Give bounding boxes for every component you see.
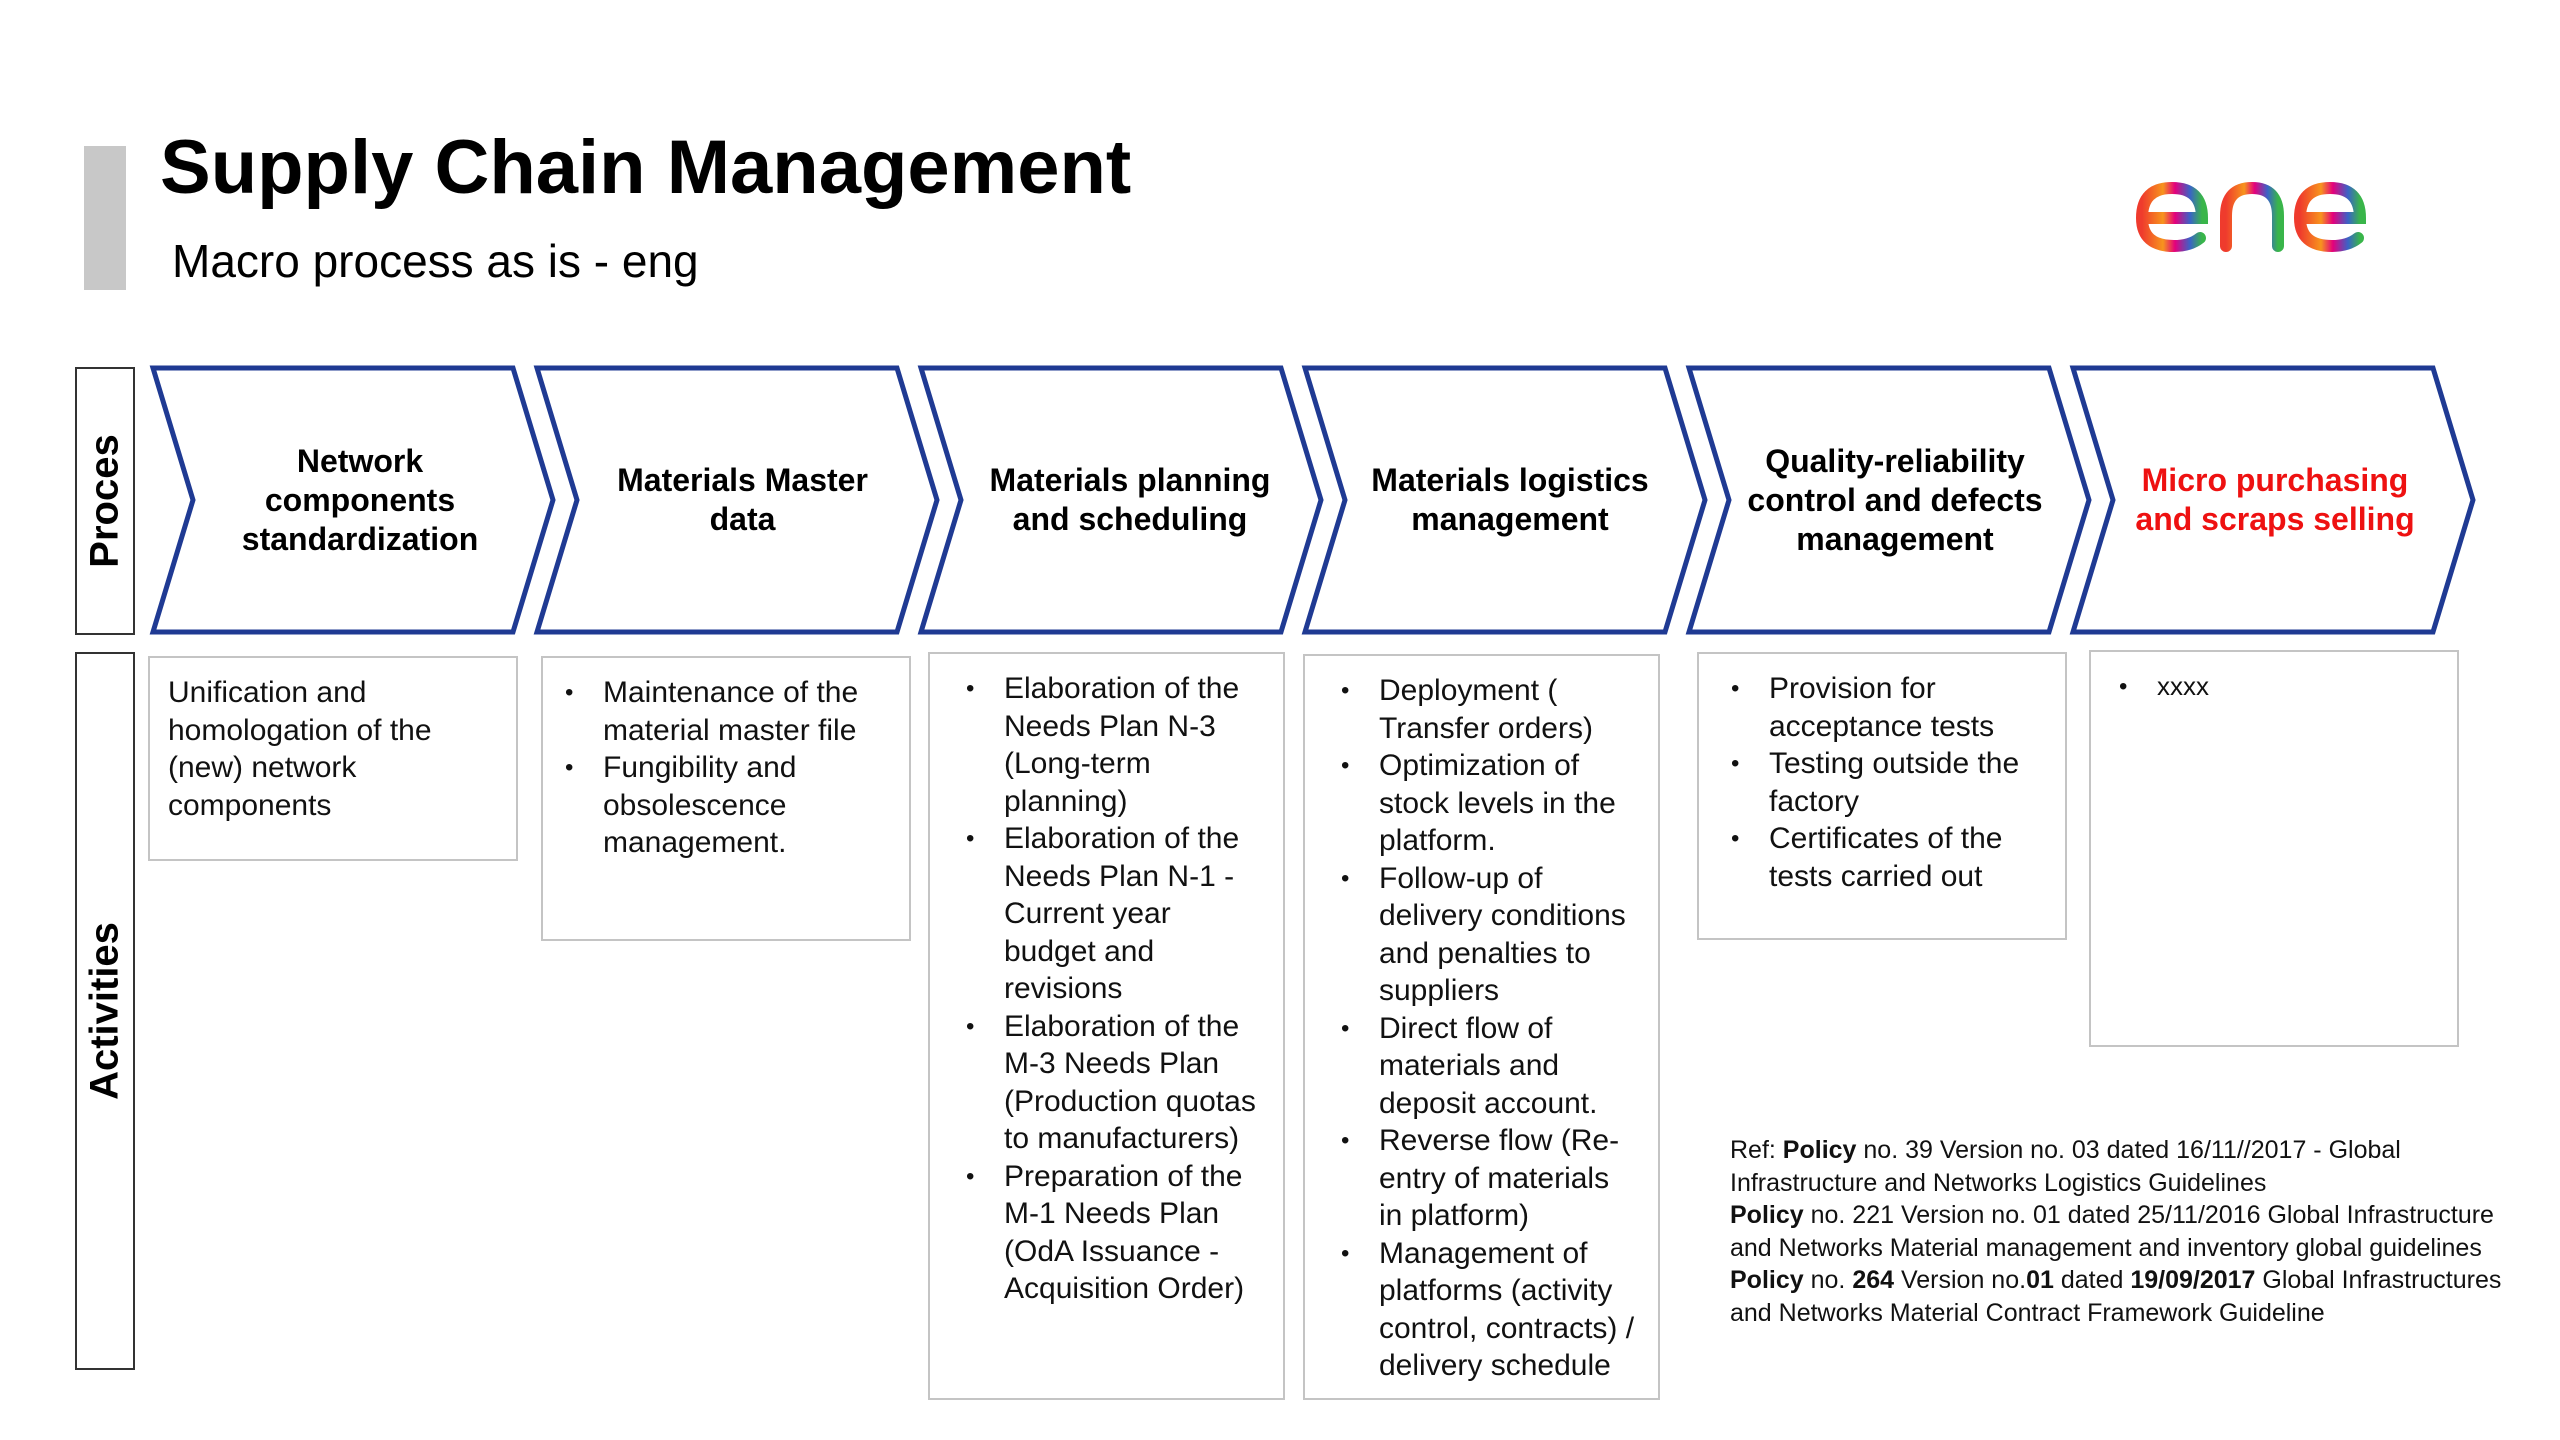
process-label-2: Materials Master data [617, 462, 868, 537]
list-item: Deployment ( Transfer orders) [1341, 672, 1640, 747]
list-item: Direct flow of materials and deposit acc… [1341, 1010, 1640, 1123]
list-item: Elaboration of the M-3 Needs Plan (Produ… [966, 1008, 1265, 1158]
process-label-5: Quality-reliability control and defects … [1747, 442, 2043, 557]
process-label-4: Materials logistics management [1371, 462, 1649, 537]
list-item: Management of platforms (activity contro… [1341, 1235, 1640, 1385]
activities-list-3: Elaboration of the Needs Plan N-3 (Long-… [962, 670, 1265, 1308]
list-item: Fungibility and obsolescence management. [565, 749, 891, 862]
activities-text-1: Unification and homologation of the (new… [168, 676, 432, 822]
activities-list-2: Maintenance of the material master file … [561, 674, 891, 862]
activities-side-label: Activities [75, 652, 135, 1370]
activities-box-5: Provision for acceptance tests Testing o… [1697, 652, 2067, 940]
activities-box-6: xxxx [2089, 650, 2459, 1047]
process-label-text: Proces [82, 434, 127, 568]
activities-list-5: Provision for acceptance tests Testing o… [1727, 670, 2047, 895]
process-label-6: Micro purchasing and scraps selling [2135, 462, 2415, 537]
list-item: Reverse flow (Re-entry of materials in p… [1341, 1122, 1640, 1235]
list-item: xxxx [2119, 668, 2439, 706]
activities-box-4: Deployment ( Transfer orders) Optimizati… [1303, 654, 1660, 1400]
list-item: Elaboration of the Needs Plan N-3 (Long-… [966, 670, 1265, 820]
page-title: Supply Chain Management [160, 125, 1132, 210]
policy-references: Ref: Policy no. 39 Version no. 03 dated … [1730, 1134, 2530, 1329]
process-label-3: Materials planning and scheduling [989, 462, 1271, 537]
list-item: Provision for acceptance tests [1731, 670, 2047, 745]
activities-box-2: Maintenance of the material master file … [541, 656, 911, 941]
activities-label-text: Activities [82, 922, 127, 1100]
reference-1: Ref: Policy no. 39 Version no. 03 dated … [1730, 1136, 2401, 1197]
list-item: Preparation of the M-1 Needs Plan (OdA I… [966, 1158, 1265, 1308]
process-label-1: Network components standardization [241, 442, 479, 557]
reference-3: Policy no. 264 Version no.01 dated 19/09… [1730, 1266, 2502, 1327]
reference-2: Policy no. 221 Version no. 01 dated 25/1… [1730, 1201, 2494, 1262]
list-item: Maintenance of the material master file [565, 674, 891, 749]
enel-logo [2135, 142, 2398, 253]
activities-list-4: Deployment ( Transfer orders) Optimizati… [1337, 672, 1640, 1385]
list-item: Follow-up of delivery conditions and pen… [1341, 860, 1640, 1010]
list-item: Elaboration of the Needs Plan N-1 - Curr… [966, 820, 1265, 1008]
list-item: Testing outside the factory [1731, 745, 2047, 820]
process-side-label: Proces [75, 367, 135, 635]
activities-list-6: xxxx [2115, 668, 2439, 706]
activities-box-1: Unification and homologation of the (new… [148, 656, 518, 861]
page-subtitle: Macro process as is - eng [172, 235, 699, 287]
title-accent-bar [84, 146, 126, 290]
activities-box-3: Elaboration of the Needs Plan N-3 (Long-… [928, 652, 1285, 1400]
list-item: Optimization of stock levels in the plat… [1341, 747, 1640, 860]
list-item: Certificates of the tests carried out [1731, 820, 2047, 895]
